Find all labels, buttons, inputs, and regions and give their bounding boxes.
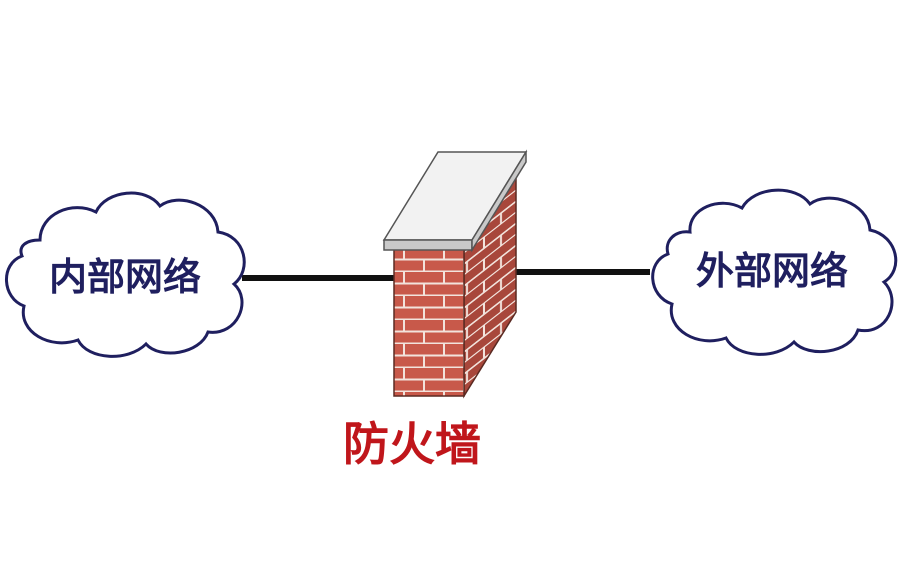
cloud-icon <box>5 191 246 358</box>
firewall-wall <box>382 149 528 399</box>
firewall-front-face <box>393 247 465 397</box>
firewall-cap-front <box>383 239 473 251</box>
firewall-cap-side <box>471 149 527 253</box>
firewall-label: 防火墙 <box>343 417 481 471</box>
internal-network-cloud: 内部网络 <box>5 191 246 358</box>
external-network-cloud: 外部网络 <box>651 188 898 356</box>
cloud-icon <box>651 188 898 356</box>
external-network-label: 外部网络 <box>696 249 848 293</box>
internal-network-label: 内部网络 <box>49 255 201 299</box>
